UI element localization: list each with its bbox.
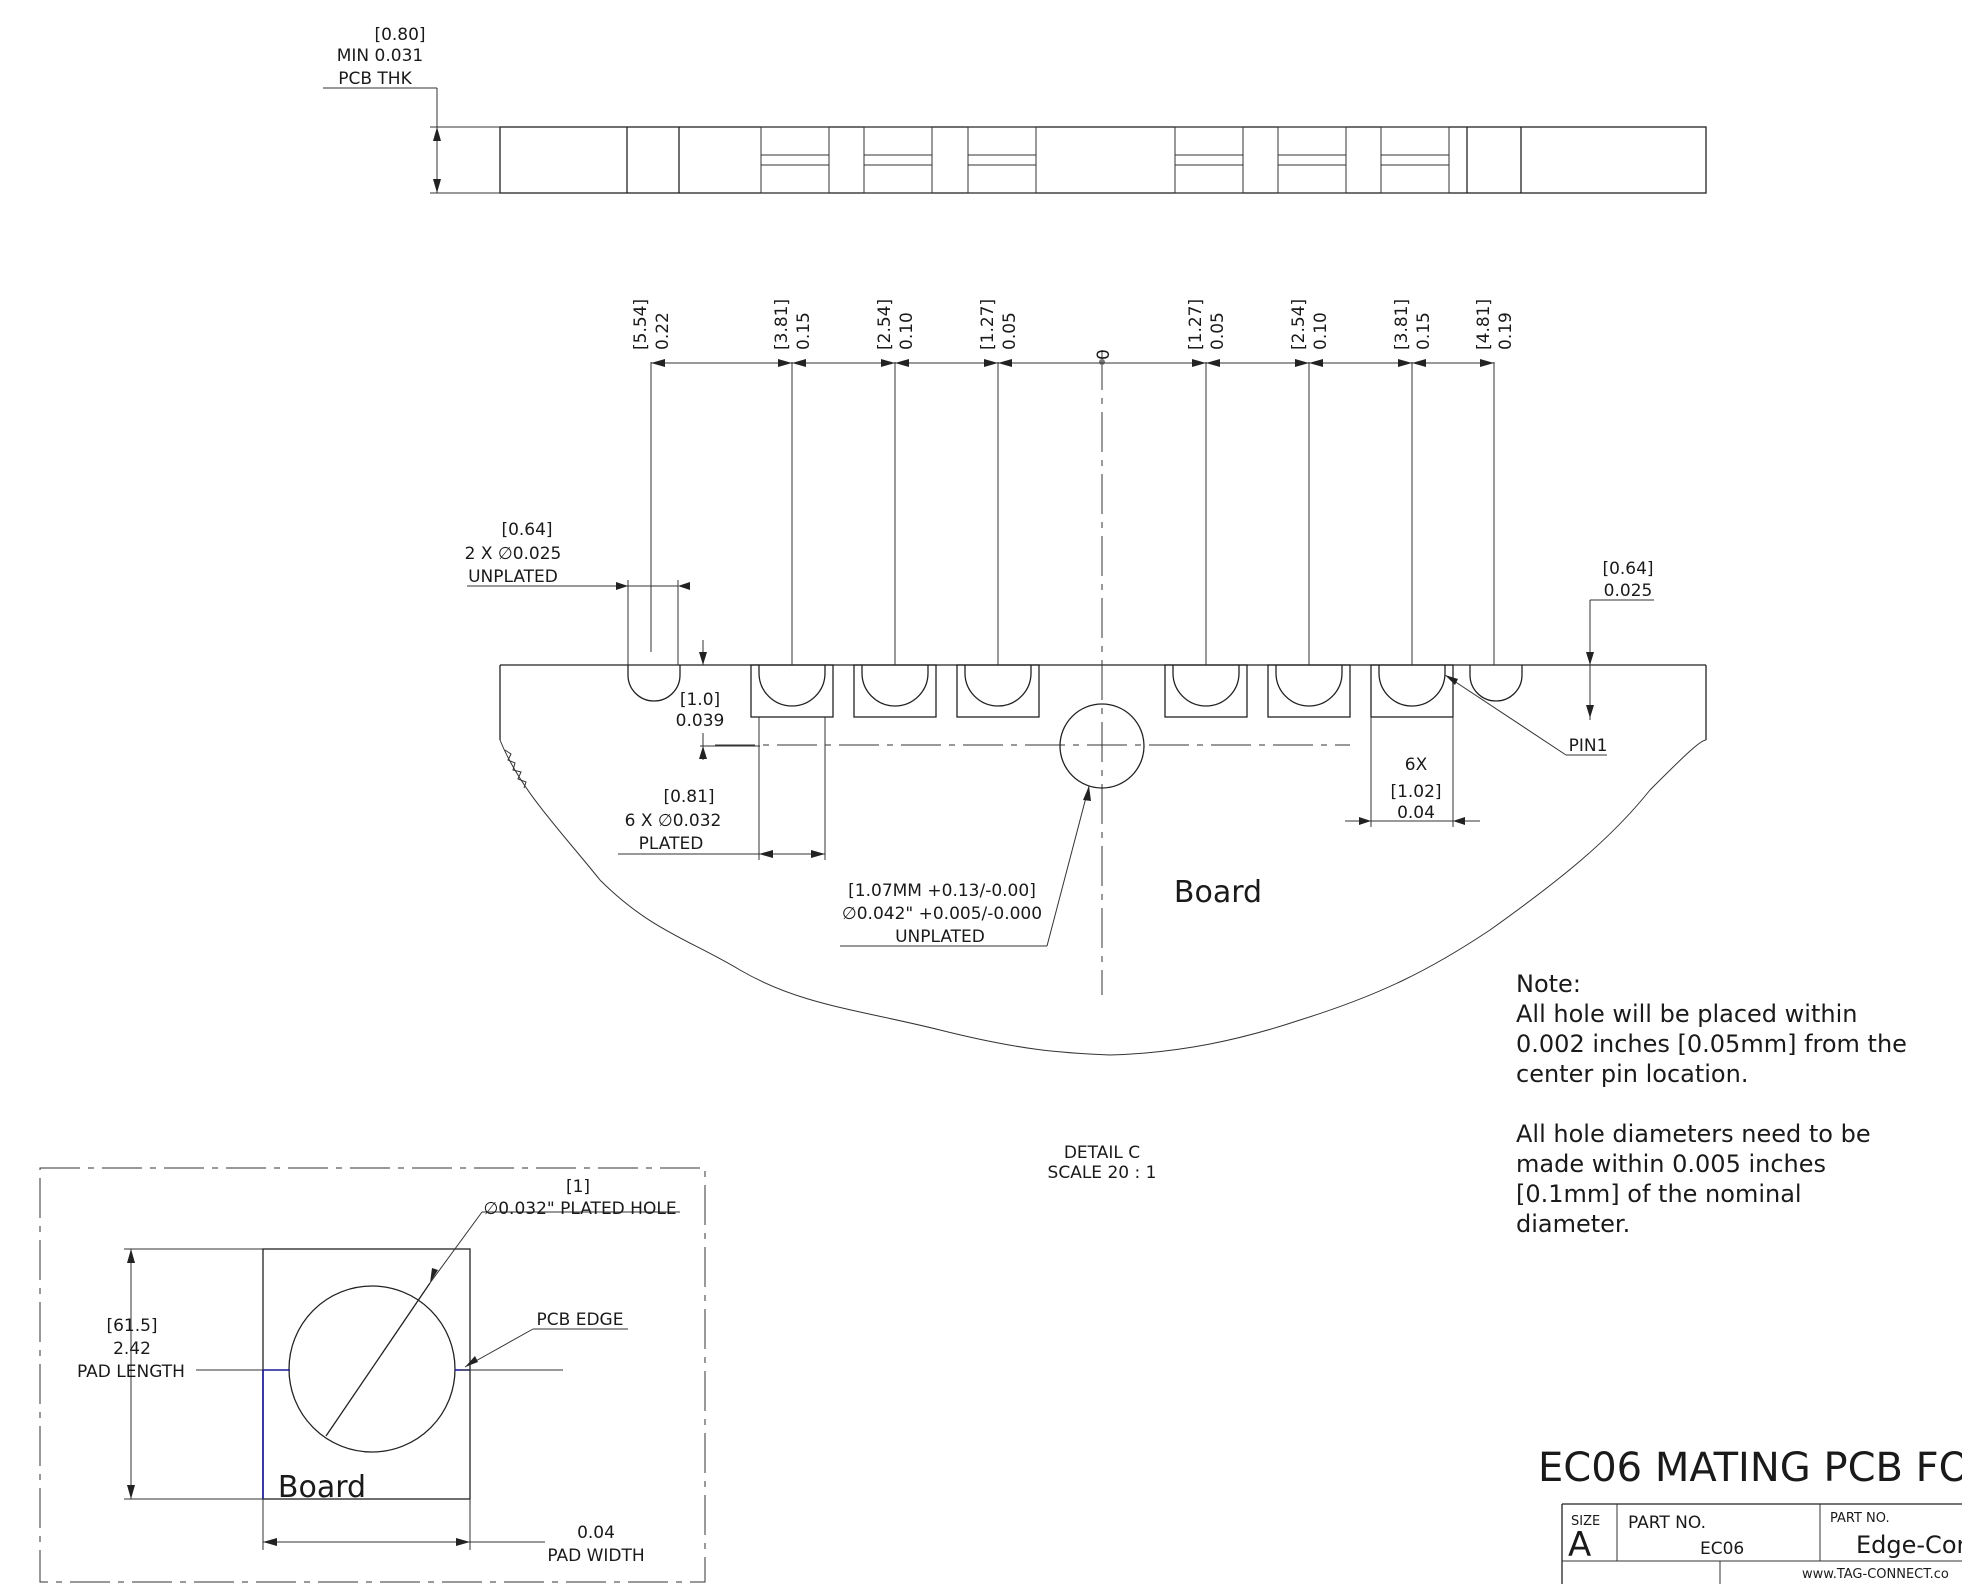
offset-mm-6: [2.54] [1289, 299, 1309, 350]
offset-labels: [5.54] 0.22 [3.81] 0.15 [2.54] 0.10 [1.2… [631, 299, 1516, 360]
pad-length-label: PAD LENGTH [77, 1362, 185, 1382]
pad-spacing-count: 6X [1405, 755, 1428, 775]
pin-depth-mm: [1.0] [680, 690, 720, 710]
note-line-9: diameter. [1516, 1210, 1630, 1238]
note-block: Note: All hole will be placed within 0.0… [1516, 970, 1907, 1238]
note-line-4: center pin location. [1516, 1060, 1748, 1088]
pcb-thickness-inch: MIN 0.031 [337, 46, 423, 66]
detail-scale: SCALE 20 : 1 [1048, 1163, 1157, 1183]
unplated-hole-label: UNPLATED [468, 567, 558, 587]
pcb-thickness-label: PCB THK [338, 69, 412, 89]
offset-inch-6: 0.10 [1311, 312, 1331, 350]
pin1-label: PIN1 [1569, 736, 1608, 756]
pad-length-mm: [61.5] [106, 1316, 157, 1336]
note-line-8: [0.1mm] of the nominal [1516, 1180, 1802, 1208]
edge-offset-inch: 0.025 [1604, 581, 1653, 601]
offset-mm-5: [1.27] [1186, 299, 1206, 350]
pad-spacing-inch: 0.04 [1397, 803, 1435, 823]
pad-board-label: Board [278, 1470, 366, 1505]
plated-hole-desc: 6 X ∅0.032 [625, 811, 722, 831]
pad-hole-desc: ∅0.032" PLATED HOLE [483, 1199, 676, 1219]
pad-detail [39, 1167, 706, 1583]
size-value: A [1568, 1525, 1591, 1565]
part-label-2: PART NO. [1830, 1511, 1890, 1526]
offset-mm-2: [3.81] [772, 299, 792, 350]
offset-mm-8: [4.81] [1474, 299, 1494, 350]
unplated-hole-desc: 2 X ∅0.025 [465, 544, 562, 564]
pad-spacing-mm: [1.02] [1390, 782, 1441, 802]
center-hole-inch: ∅0.042" +0.005/-0.000 [842, 904, 1042, 924]
detail-view [467, 350, 1707, 1056]
unplated-hole-mm: [0.64] [501, 520, 552, 540]
pad-width-inch: 0.04 [577, 1523, 615, 1543]
note-line-1: Note: [1516, 970, 1581, 998]
part-value-2: Edge-Conn [1856, 1531, 1962, 1559]
center-hole-label: UNPLATED [895, 927, 985, 947]
offset-inch-5: 0.05 [1208, 312, 1228, 350]
size-label: SIZE [1571, 1514, 1600, 1529]
note-line-3: 0.002 inches [0.05mm] from the [1516, 1030, 1907, 1058]
note-line-2: All hole will be placed within [1516, 1000, 1857, 1028]
pin-depth-inch: 0.039 [676, 711, 725, 731]
offset-inch-2: 0.15 [794, 312, 814, 350]
pcb-thickness-mm: [0.80] [374, 25, 425, 45]
offset-mm-7: [3.81] [1392, 299, 1412, 350]
offset-mm-3: [2.54] [875, 299, 895, 350]
offset-inch-8: 0.19 [1496, 312, 1516, 350]
offset-mm-1: [5.54] [631, 299, 651, 350]
side-view [323, 87, 1707, 194]
part-value: EC06 [1700, 1539, 1744, 1559]
pad-length-inch: 2.42 [113, 1339, 151, 1359]
detail-name: DETAIL C [1064, 1143, 1140, 1163]
center-hole-mm: [1.07MM +0.13/-0.00] [848, 881, 1036, 901]
offset-mm-4: [1.27] [978, 299, 998, 350]
part-label: PART NO. [1628, 1513, 1706, 1533]
offset-inch-4: 0.05 [1000, 312, 1020, 350]
board-label: Board [1174, 875, 1262, 910]
offset-inch-3: 0.10 [897, 312, 917, 350]
note-line-6: All hole diameters need to be [1516, 1120, 1871, 1148]
pcb-edge-label: PCB EDGE [537, 1310, 624, 1330]
website: www.TAG-CONNECT.co [1802, 1567, 1949, 1582]
pad-hole-mm: [1] [566, 1177, 590, 1197]
plated-hole-label: PLATED [639, 834, 704, 854]
title-block [1561, 1503, 1962, 1584]
offset-inch-1: 0.22 [653, 312, 673, 350]
drawing-title: EC06 MATING PCB FOO [1538, 1445, 1962, 1491]
pad-width-label: PAD WIDTH [547, 1546, 644, 1566]
plated-hole-mm: [0.81] [663, 787, 714, 807]
note-line-7: made within 0.005 inches [1516, 1150, 1826, 1178]
offset-inch-7: 0.15 [1414, 312, 1434, 350]
edge-offset-mm: [0.64] [1602, 559, 1653, 579]
origin-label: 0 [1094, 349, 1114, 360]
